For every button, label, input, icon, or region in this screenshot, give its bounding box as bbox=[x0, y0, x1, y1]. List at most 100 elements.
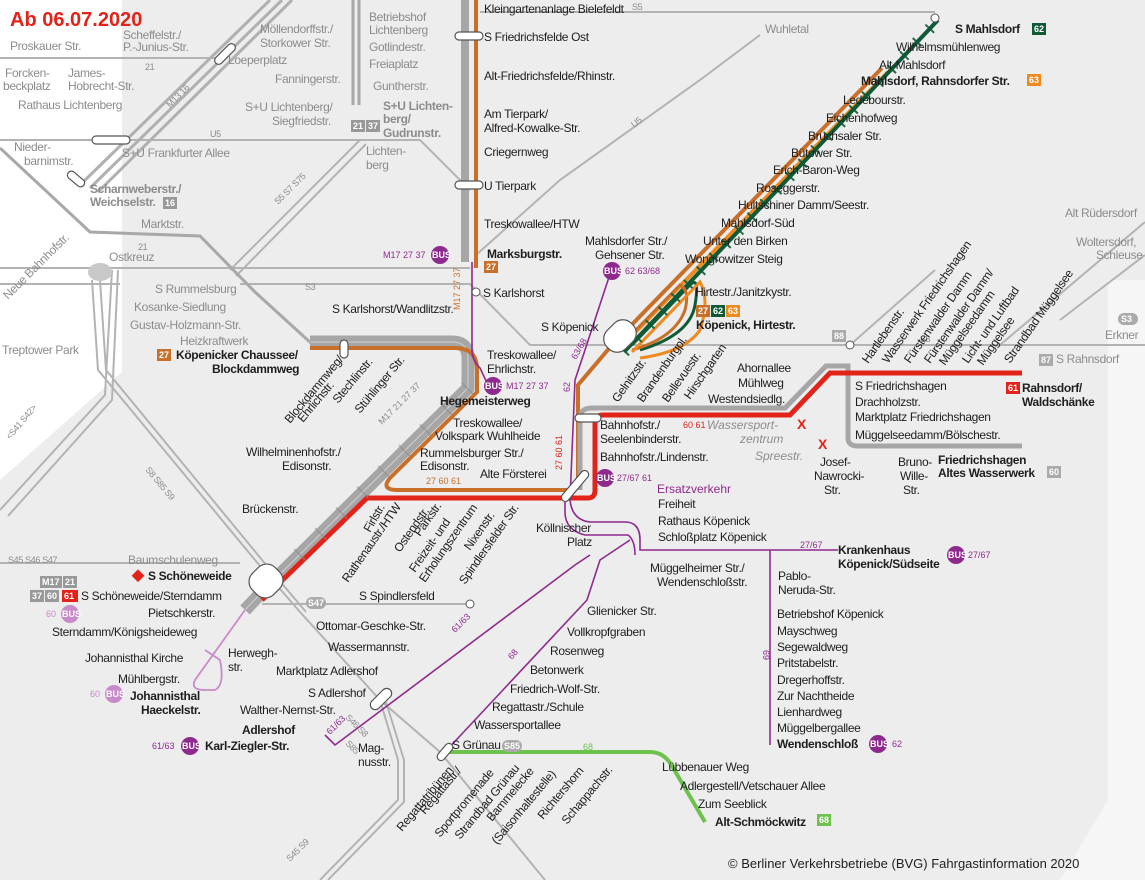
station-label: Siegfriedstr. bbox=[272, 114, 331, 128]
station-label: Weichselstr. bbox=[90, 195, 156, 209]
station-label: Alte Försterei bbox=[480, 467, 546, 481]
station-label: S+U Lichtenberg/ bbox=[245, 100, 333, 114]
station-label: Alfred-Kowalke-Str. bbox=[484, 121, 580, 135]
line-label: 61/63 bbox=[152, 741, 175, 751]
bus-lines bbox=[192, 262, 838, 753]
line-label: M17 27 37 bbox=[506, 381, 549, 391]
line-label: 27/67 61 bbox=[617, 473, 652, 483]
closed-marker: X bbox=[797, 416, 807, 432]
station-label: Treskowallee/HTW bbox=[484, 217, 580, 231]
station-label: Gotlindestr. bbox=[369, 40, 426, 54]
station-label: Köpenicker Chaussee/ bbox=[176, 348, 299, 362]
line-badge-label: 21 bbox=[353, 121, 363, 131]
station-label: Wuhletal bbox=[765, 22, 809, 36]
line-label: 62 63/68 bbox=[625, 266, 660, 276]
station-label: S Köpenick bbox=[541, 320, 600, 334]
station-label: berg bbox=[366, 158, 389, 172]
station-label: Wassermannstr. bbox=[328, 640, 409, 654]
station-label: Edisonstr. bbox=[282, 459, 331, 473]
station-label: Pritstabelstr. bbox=[777, 656, 838, 670]
bus-icon-label: BUS bbox=[106, 689, 125, 699]
line-label: 62 bbox=[562, 382, 572, 392]
station-label: Wille- bbox=[900, 469, 928, 483]
station-label: James- bbox=[68, 66, 106, 80]
station-label: Lichten- bbox=[366, 144, 406, 158]
bus-icon-label: BUS bbox=[182, 741, 201, 751]
line-badge-label: 37 bbox=[368, 121, 378, 131]
station-pill-friedrichsfelde bbox=[454, 31, 484, 41]
map-outside-area bbox=[0, 0, 122, 480]
station-label: Drachholzstr. bbox=[855, 395, 920, 409]
tram-61 bbox=[260, 370, 1022, 602]
station-label: Krankenhaus bbox=[838, 543, 911, 557]
station-label: Haeckelstr. bbox=[141, 703, 201, 717]
station-label: Kosanke-Siedlung bbox=[134, 300, 226, 314]
tram-62 bbox=[622, 18, 940, 354]
station-label: Glienicker Str. bbox=[587, 604, 656, 618]
bus-icon-label: BUS bbox=[485, 381, 504, 391]
station-label: Regattastr./Schule bbox=[492, 700, 584, 714]
station-label: Hegemeisterweg bbox=[440, 394, 530, 408]
station-label: Wassersport- bbox=[707, 418, 778, 432]
line-label: 21 bbox=[145, 62, 155, 72]
station-pill-bahnhofstr bbox=[560, 469, 590, 503]
station-label: Friedrich-Wolf-Str. bbox=[510, 682, 600, 696]
station-label: Alt-Schmöckwitz bbox=[715, 815, 806, 829]
bus-icon-label: BUS bbox=[948, 550, 967, 560]
station-label: S Schöneweide/Sterndamm bbox=[81, 589, 222, 603]
station-label: Müggelseedamm/Bölschestr. bbox=[855, 428, 1000, 442]
station-label: Pablo- bbox=[778, 569, 811, 583]
station-label: S Rummelsburg bbox=[155, 282, 236, 296]
station-label: berg/ bbox=[383, 112, 412, 126]
tram-60 bbox=[577, 363, 1022, 490]
station-label: Schleuse bbox=[1096, 248, 1143, 262]
station-pill-tierpark bbox=[454, 180, 484, 190]
line-label: M17 27 37 bbox=[383, 250, 426, 260]
bus-icon-label: BUS bbox=[870, 739, 889, 749]
station-label: Lübbenauer Weg bbox=[662, 760, 749, 774]
station-label: Ersatzverkehr bbox=[657, 482, 731, 496]
station-label: Forcken- bbox=[5, 66, 50, 80]
station-label: nusstr. bbox=[358, 755, 391, 769]
station-label: Storkower Str. bbox=[260, 36, 330, 50]
line-badge-label: 61 bbox=[1008, 383, 1018, 393]
station-label: Adlershof bbox=[242, 723, 296, 737]
line-label: 27/67 bbox=[968, 550, 991, 560]
tram-68 bbox=[445, 750, 707, 824]
line-label: S45 S46 S47 bbox=[8, 555, 58, 565]
station-label: Lichtenberg bbox=[369, 23, 428, 37]
station-label: Hobrecht-Str. bbox=[68, 79, 134, 93]
bus-icon: BUS bbox=[484, 377, 504, 395]
station-label: Unter den Birken bbox=[703, 234, 787, 248]
station-label: Segewaldweg bbox=[777, 640, 848, 654]
line-label: S5 bbox=[632, 2, 643, 12]
map-outside-area-right bbox=[1060, 280, 1145, 880]
station-label: Eichenhofweg bbox=[826, 111, 897, 125]
line-badge-label: 62 bbox=[1034, 24, 1044, 34]
station-label: Brückenstr. bbox=[242, 502, 298, 516]
station-label: Rummelsburger Str./ bbox=[420, 446, 524, 460]
station-label: Mayschweg bbox=[777, 624, 837, 638]
bus-icon: BUS bbox=[603, 262, 623, 280]
bus-icon: BUS bbox=[181, 737, 201, 755]
station-label: Rahnsdorf/ bbox=[1022, 381, 1083, 395]
station-label: Volkspark Wuhlheide bbox=[435, 429, 541, 443]
station-label: Ehrlichstr. bbox=[487, 362, 536, 376]
copyright-notice: © Berliner Verkehrsbetriebe (BVG) Fahrga… bbox=[728, 856, 1079, 871]
station-pill-adlershof bbox=[369, 687, 393, 711]
station-label: Am Tierpark/ bbox=[484, 107, 549, 121]
line-label: 62 bbox=[892, 739, 902, 749]
line-label: 27/67 bbox=[800, 540, 823, 550]
station-label: Proskauer Str. bbox=[10, 39, 81, 53]
line-label: S3 bbox=[920, 334, 931, 344]
station-label: Rathaus Lichtenberg bbox=[18, 98, 122, 112]
station-label: Wassersportallee bbox=[474, 718, 561, 732]
line-label: S3 bbox=[305, 282, 316, 292]
station-label: Bruno- bbox=[898, 455, 932, 469]
line-badge-label: 37 bbox=[32, 591, 42, 601]
station-label: Müggelbergallee bbox=[777, 721, 861, 735]
bus-markers: BUS M17 27 37 BUS M17 27 37 BUS 62 63/68… bbox=[46, 246, 991, 755]
station-label: U Tierpark bbox=[484, 179, 537, 193]
station-label: Mag- bbox=[358, 741, 384, 755]
line-badge-label: 68 bbox=[819, 815, 829, 825]
